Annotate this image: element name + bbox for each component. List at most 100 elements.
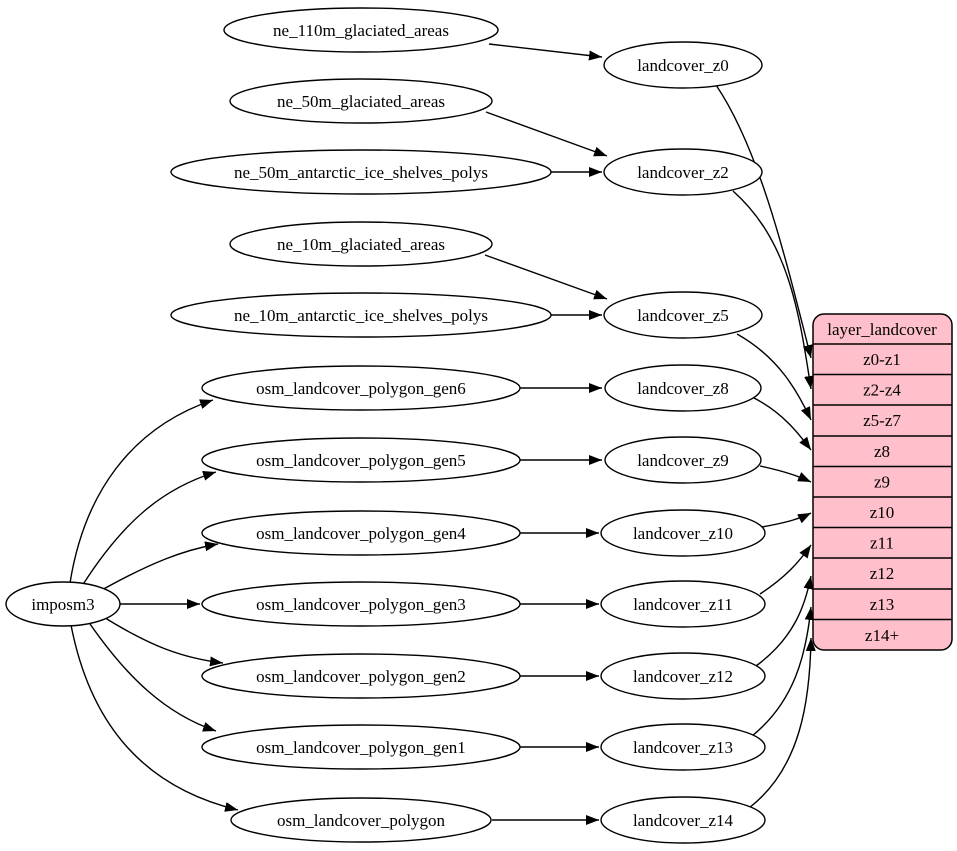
node-osm_landcover_polygon_gen5-shape: [201, 437, 521, 483]
node-ne_50m_glaciated_areas: ne_50m_glaciated_areas: [229, 78, 493, 124]
edge-imposm3-osm_landcover_polygon_gen6: [69, 399, 214, 584]
node-landcover_z11: landcover_z11: [600, 580, 766, 628]
edge-ne_50m_glaciated_areas-landcover_z2: [485, 111, 608, 157]
node-landcover_z13-shape: [600, 723, 766, 771]
node-osm_landcover_polygon_gen4: osm_landcover_polygon_gen4: [201, 510, 521, 556]
node-landcover_z10-shape: [600, 509, 766, 557]
node-landcover_z11-label: landcover_z11: [633, 595, 732, 614]
node-landcover_z2: landcover_z2: [603, 148, 763, 196]
node-landcover_z14-shape: [600, 796, 766, 844]
node-osm_landcover_polygon_gen4-shape: [201, 510, 521, 556]
node-osm_landcover_polygon_gen5-label: osm_landcover_polygon_gen5: [256, 451, 466, 470]
edge-landcover_z12-row-z12: [755, 575, 814, 667]
edge-imposm3-osm_landcover_polygon_gen4: [99, 541, 219, 592]
node-landcover_z12-shape: [600, 652, 766, 700]
node-landcover_z5-label: landcover_z5: [637, 306, 729, 325]
node-osm_landcover_polygon_gen4-label: osm_landcover_polygon_gen4: [256, 524, 466, 543]
node-imposm3: imposm3: [5, 581, 121, 627]
edge-ne_110m_glaciated_areas-landcover_z0: [488, 43, 603, 61]
node-osm_landcover_polygon_gen2: osm_landcover_polygon_gen2: [201, 653, 521, 699]
node-ne_110m_glaciated_areas-shape: [223, 7, 499, 53]
node-landcover_z11-shape: [600, 580, 766, 628]
node-osm_landcover_polygon: osm_landcover_polygon: [230, 797, 492, 843]
node-landcover_z9-label: landcover_z9: [637, 451, 729, 470]
node-landcover_z12: landcover_z12: [600, 652, 766, 700]
node-osm_landcover_polygon_gen3: osm_landcover_polygon_gen3: [201, 581, 521, 627]
node-landcover_z0: landcover_z0: [603, 41, 763, 89]
node-landcover_z8-label: landcover_z8: [637, 379, 729, 398]
node-ne_50m_antarctic_ice_shelves_polys: ne_50m_antarctic_ice_shelves_polys: [170, 149, 552, 195]
node-landcover_z10: landcover_z10: [600, 509, 766, 557]
record-row-z11: z11: [870, 534, 894, 553]
record-row-z9: z9: [874, 473, 890, 492]
record-row-z10: z10: [870, 503, 895, 522]
record-layer_landcover: layer_landcover z0-z1 z2-z4 z5-z7 z8 z9 …: [812, 313, 953, 651]
node-imposm3-shape: [5, 581, 121, 627]
edge-landcover_z14-row-z14plus: [748, 637, 816, 809]
node-landcover_z8: landcover_z8: [604, 364, 762, 412]
edge-imposm3-osm_landcover_polygon_gen2: [101, 615, 224, 667]
node-osm_landcover_polygon_gen6-label: osm_landcover_polygon_gen6: [256, 379, 466, 398]
node-ne_50m_antarctic_ice_shelves_polys-shape: [170, 149, 552, 195]
node-imposm3-label: imposm3: [31, 595, 94, 614]
node-ne_10m_glaciated_areas-label: ne_10m_glaciated_areas: [277, 235, 445, 254]
node-osm_landcover_polygon_gen1-label: osm_landcover_polygon_gen1: [256, 738, 466, 757]
node-landcover_z5-shape: [603, 291, 763, 339]
node-ne_110m_glaciated_areas: ne_110m_glaciated_areas: [223, 7, 499, 53]
node-osm_landcover_polygon_gen3-label: osm_landcover_polygon_gen3: [256, 595, 466, 614]
node-osm_landcover_polygon_gen1-shape: [201, 724, 521, 770]
node-landcover_z8-shape: [604, 364, 762, 412]
node-ne_10m_antarctic_ice_shelves_polys: ne_10m_antarctic_ice_shelves_polys: [170, 292, 552, 338]
record-row-z14plus: z14+: [865, 626, 899, 645]
node-landcover_z10-label: landcover_z10: [633, 524, 733, 543]
edge-landcover_z5-row-z5-z7: [736, 333, 812, 421]
node-ne_10m_antarctic_ice_shelves_polys-label: ne_10m_antarctic_ice_shelves_polys: [234, 306, 488, 325]
record-layer_landcover-box: [812, 313, 953, 651]
node-osm_landcover_polygon_gen5: osm_landcover_polygon_gen5: [201, 437, 521, 483]
node-osm_landcover_polygon-shape: [230, 797, 492, 843]
record-title: layer_landcover: [827, 320, 937, 339]
node-landcover_z14-label: landcover_z14: [633, 811, 734, 830]
edge-imposm3-osm_landcover_polygon_gen1: [87, 620, 217, 732]
edge-landcover_z13-row-z13: [751, 606, 815, 737]
edge-landcover_z11-row-z11: [759, 544, 812, 595]
node-osm_landcover_polygon_gen3-shape: [201, 581, 521, 627]
edge-landcover_z9-row-z9: [759, 465, 812, 483]
edge-imposm3-osm_landcover_polygon_gen5: [81, 471, 217, 587]
record-row-z13: z13: [870, 595, 895, 614]
node-landcover_z5: landcover_z5: [603, 291, 763, 339]
record-row-z0-z1: z0-z1: [863, 350, 901, 369]
node-landcover_z14: landcover_z14: [600, 796, 766, 844]
node-ne_50m_glaciated_areas-label: ne_50m_glaciated_areas: [277, 92, 445, 111]
node-osm_landcover_polygon_gen6: osm_landcover_polygon_gen6: [201, 365, 521, 411]
edges: [69, 43, 816, 825]
node-ne_10m_glaciated_areas: ne_10m_glaciated_areas: [229, 221, 493, 267]
edge-landcover_z0-row-z0-z1: [715, 84, 813, 359]
edge-ne_10m_glaciated_areas-landcover_z5: [484, 254, 608, 300]
node-ne_50m_glaciated_areas-shape: [229, 78, 493, 124]
node-landcover_z9: landcover_z9: [604, 436, 762, 484]
edge-landcover_z10-row-z10: [761, 512, 812, 528]
record-row-z5-z7: z5-z7: [863, 411, 901, 430]
node-landcover_z2-label: landcover_z2: [637, 163, 729, 182]
node-landcover_z12-label: landcover_z12: [633, 667, 733, 686]
node-ne_110m_glaciated_areas-label: ne_110m_glaciated_areas: [273, 21, 449, 40]
node-landcover_z9-shape: [604, 436, 762, 484]
node-landcover_z13-label: landcover_z13: [633, 738, 733, 757]
node-landcover_z0-label: landcover_z0: [637, 56, 729, 75]
record-row-z12: z12: [870, 564, 895, 583]
node-osm_landcover_polygon_gen6-shape: [201, 365, 521, 411]
node-landcover_z0-shape: [603, 41, 763, 89]
node-ne_10m_antarctic_ice_shelves_polys-shape: [170, 292, 552, 338]
node-osm_landcover_polygon_gen2-shape: [201, 653, 521, 699]
node-ne_50m_antarctic_ice_shelves_polys-label: ne_50m_antarctic_ice_shelves_polys: [234, 163, 488, 182]
node-landcover_z13: landcover_z13: [600, 723, 766, 771]
node-osm_landcover_polygon-label: osm_landcover_polygon: [277, 811, 446, 830]
node-ne_10m_glaciated_areas-shape: [229, 221, 493, 267]
node-osm_landcover_polygon_gen1: osm_landcover_polygon_gen1: [201, 724, 521, 770]
record-row-z2-z4: z2-z4: [863, 381, 901, 400]
node-osm_landcover_polygon_gen2-label: osm_landcover_polygon_gen2: [256, 667, 466, 686]
edge-landcover_z2-row-z2-z4: [732, 190, 814, 390]
edge-landcover_z8-row-z8: [753, 397, 812, 451]
